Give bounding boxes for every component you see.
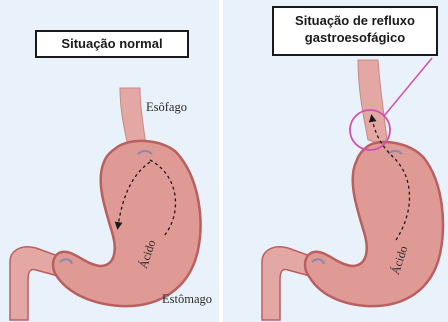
reflux-title-line2: gastroesofágico — [274, 29, 436, 46]
duodenum-reflux — [262, 247, 310, 320]
stomach-body-reflux — [305, 142, 443, 306]
stomach-body — [53, 141, 200, 306]
esophagus-tube — [120, 88, 146, 146]
reflux-situation-title: Situação de refluxo gastroesofágico — [272, 6, 438, 56]
duodenum — [10, 247, 58, 320]
esophagus-tube-reflux — [358, 60, 388, 146]
esophagus-label: Esôfago — [146, 100, 187, 115]
reflux-stomach-illustration — [262, 58, 443, 320]
reflux-title-line1: Situação de refluxo — [274, 12, 436, 29]
stomach-label: Estômago — [162, 292, 212, 307]
normal-situation-title: Situação normal — [35, 30, 189, 58]
normal-stomach-illustration — [10, 88, 200, 320]
callout-pointer — [384, 58, 432, 116]
